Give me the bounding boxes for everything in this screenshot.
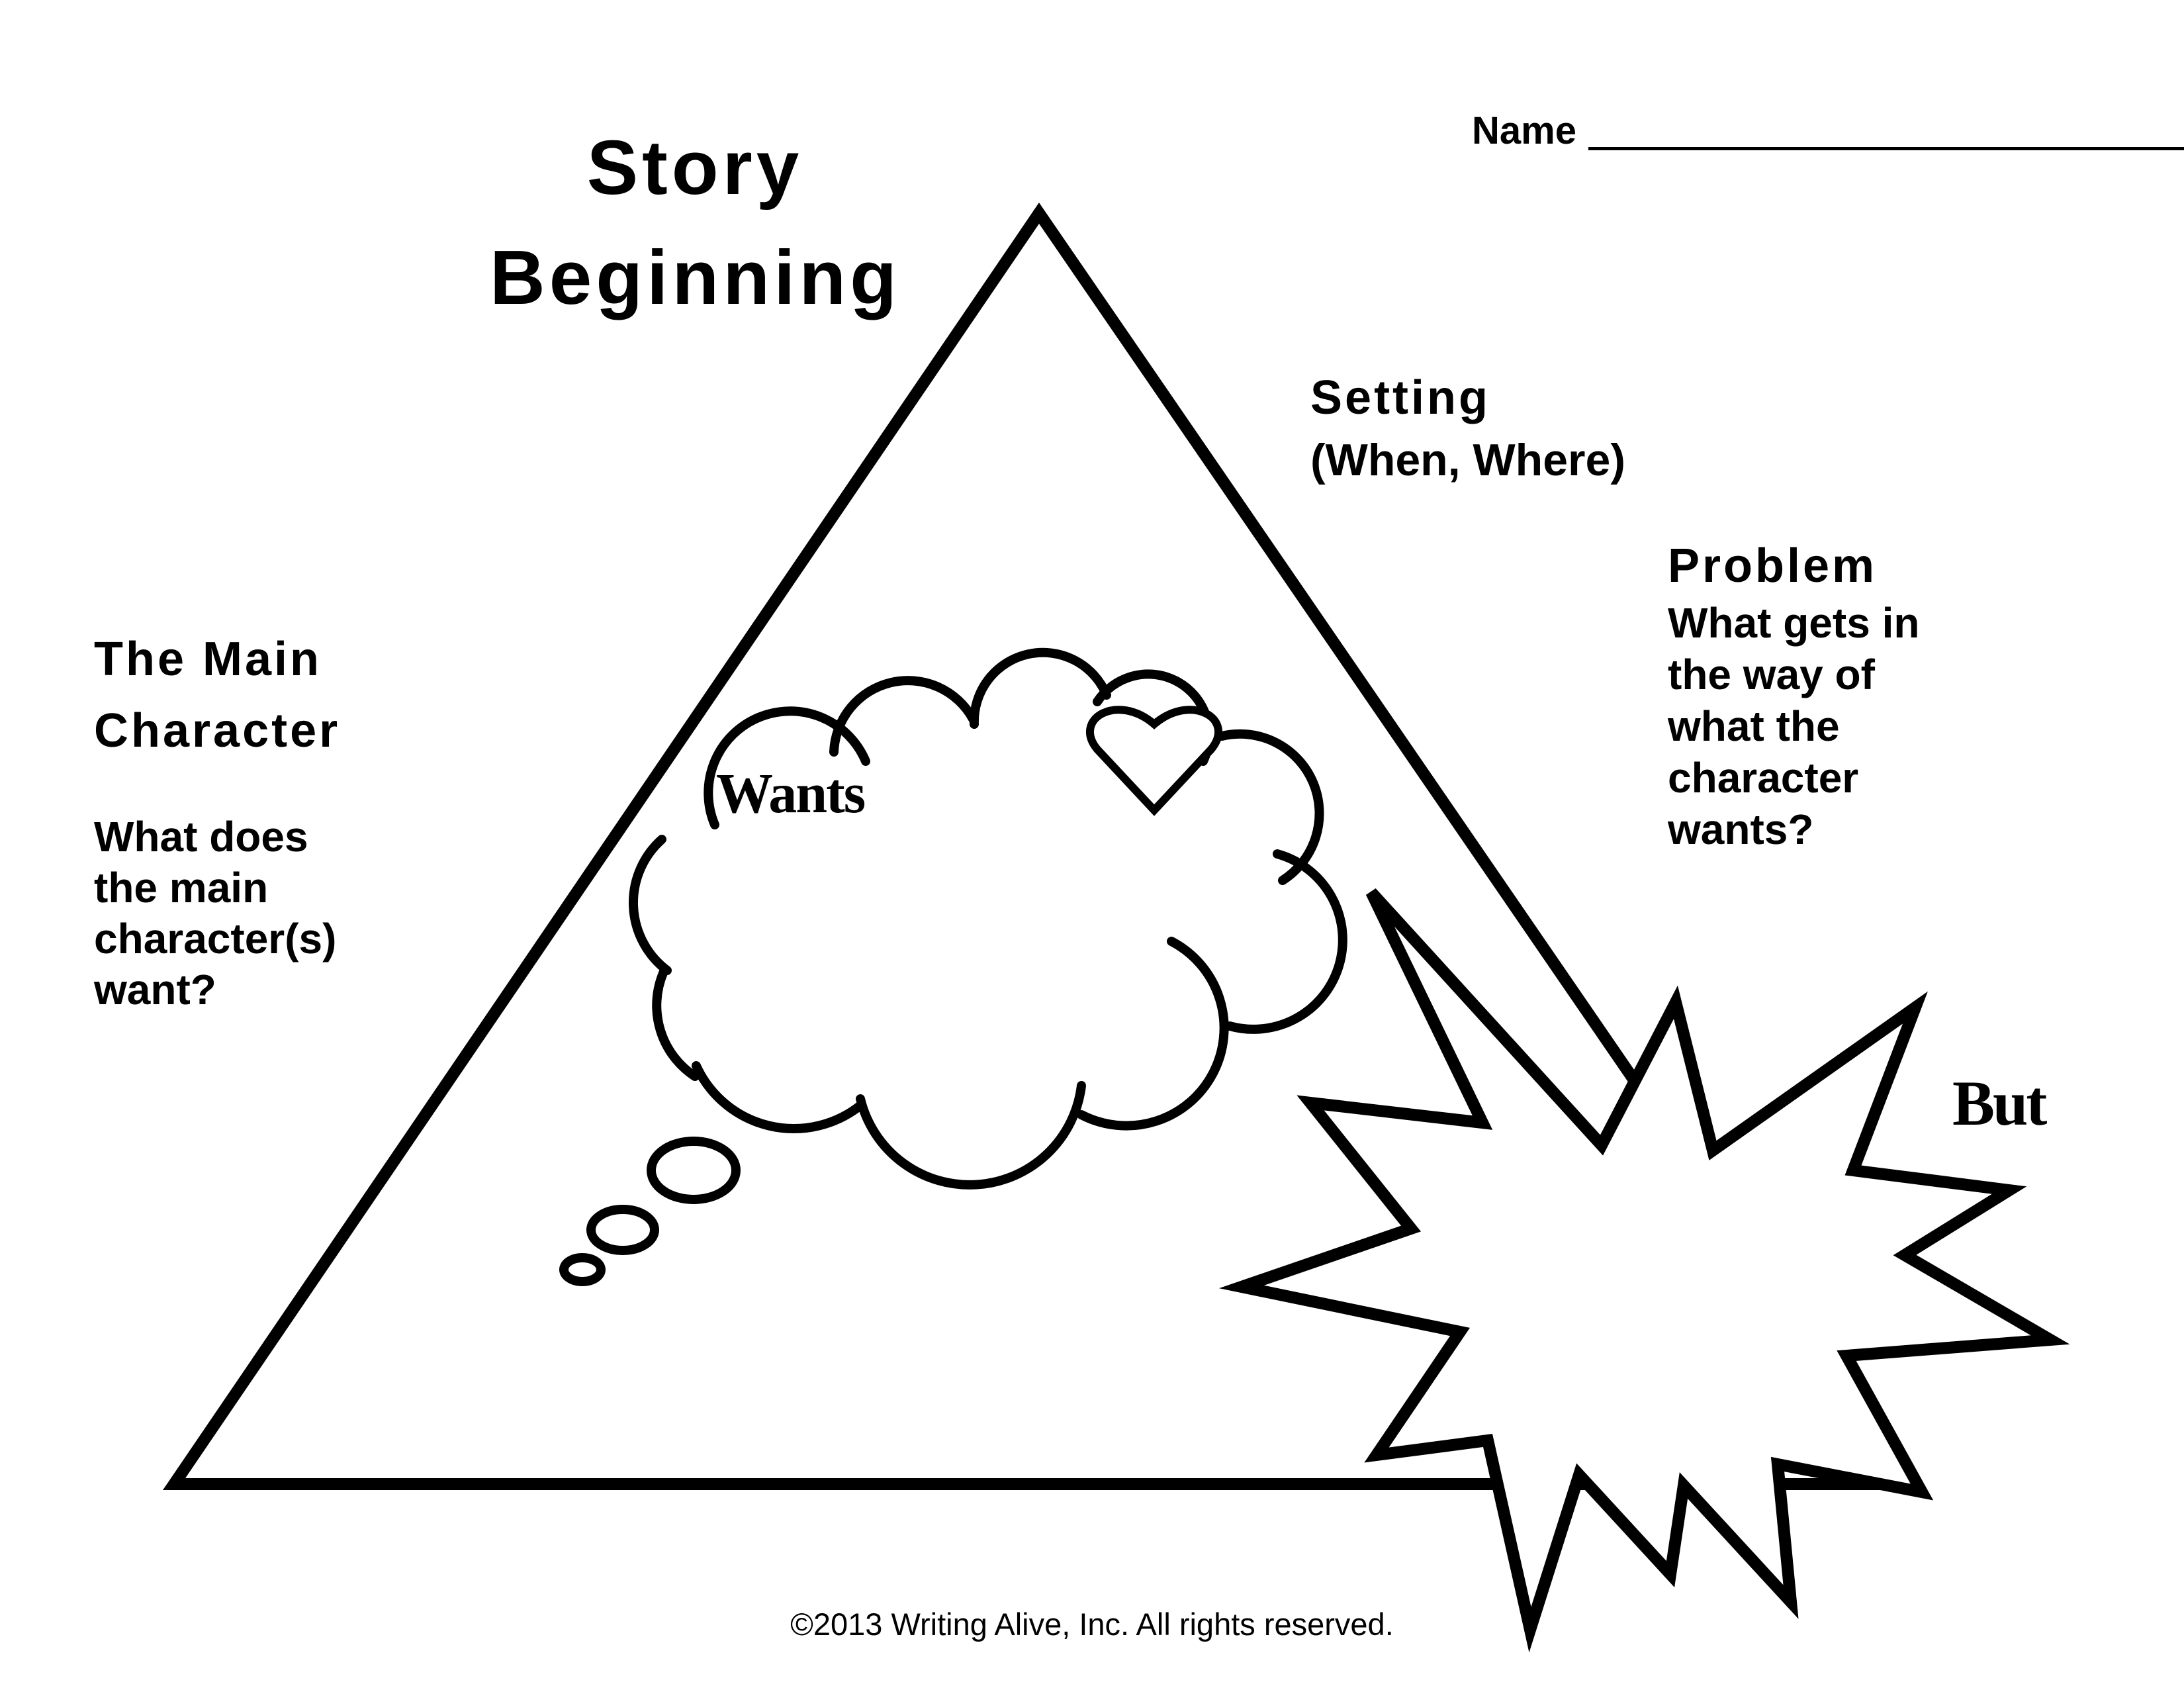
name-label: Name	[1472, 109, 1576, 152]
copyright-footer: ©2013 Writing Alive, Inc. All rights res…	[790, 1607, 1394, 1642]
name-field[interactable]: Name	[1472, 105, 2184, 158]
problem-label: Problem	[1668, 539, 1878, 592]
main-character-question: What does the main character(s) want?	[94, 813, 337, 1013]
setting-label: Setting	[1310, 371, 1490, 424]
problem-question: What gets in the way of what the charact…	[1668, 599, 1920, 853]
thought-cloud-icon	[559, 638, 1347, 1286]
page-title: Story Beginning	[490, 124, 901, 320]
explosion-burst-icon	[1218, 888, 2070, 1653]
but-label: But	[1952, 1068, 2047, 1139]
heart-icon	[1086, 706, 1222, 816]
main-character-label: The Main Character	[94, 633, 341, 757]
setting-subtitle: (When, Where)	[1310, 435, 1625, 485]
wants-label: Wants	[716, 761, 866, 825]
name-blank-line[interactable]	[1588, 147, 2184, 150]
story-triangle-outline	[162, 203, 1923, 1490]
